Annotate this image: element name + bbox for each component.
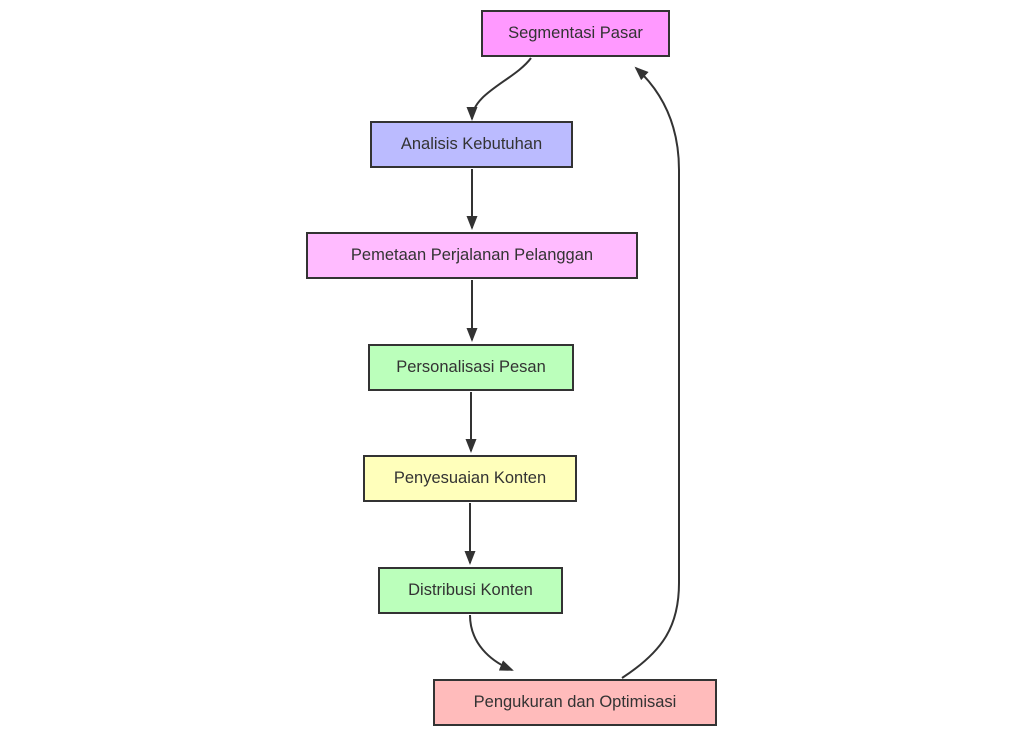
node-label: Pengukuran dan Optimisasi xyxy=(473,693,677,711)
edge-segmentasi-to-analisis xyxy=(466,57,532,121)
node-analisis-kebutuhan: Analisis Kebutuhan xyxy=(370,121,573,168)
node-label: Personalisasi Pesan xyxy=(396,358,546,376)
node-penyesuaian-konten: Penyesuaian Konten xyxy=(363,455,577,502)
edge-distribusi-to-pengukuran xyxy=(469,614,514,671)
node-label: Penyesuaian Konten xyxy=(393,469,547,487)
node-personalisasi-pesan: Personalisasi Pesan xyxy=(368,344,574,391)
node-label: Segmentasi Pasar xyxy=(508,24,643,42)
node-distribusi-konten: Distribusi Konten xyxy=(378,567,563,614)
node-pengukuran-dan-optimisasi: Pengukuran dan Optimisasi xyxy=(433,679,717,726)
node-label: Analisis Kebutuhan xyxy=(400,135,543,153)
node-pemetaan-perjalanan-pelanggan: Pemetaan Perjalanan Pelanggan xyxy=(306,232,638,279)
node-label: Distribusi Konten xyxy=(408,581,533,599)
edge-pengukuran-to-segmentasi-loop xyxy=(621,66,680,679)
node-label: Pemetaan Perjalanan Pelanggan xyxy=(350,246,594,264)
node-segmentasi-pasar: Segmentasi Pasar xyxy=(481,10,670,57)
